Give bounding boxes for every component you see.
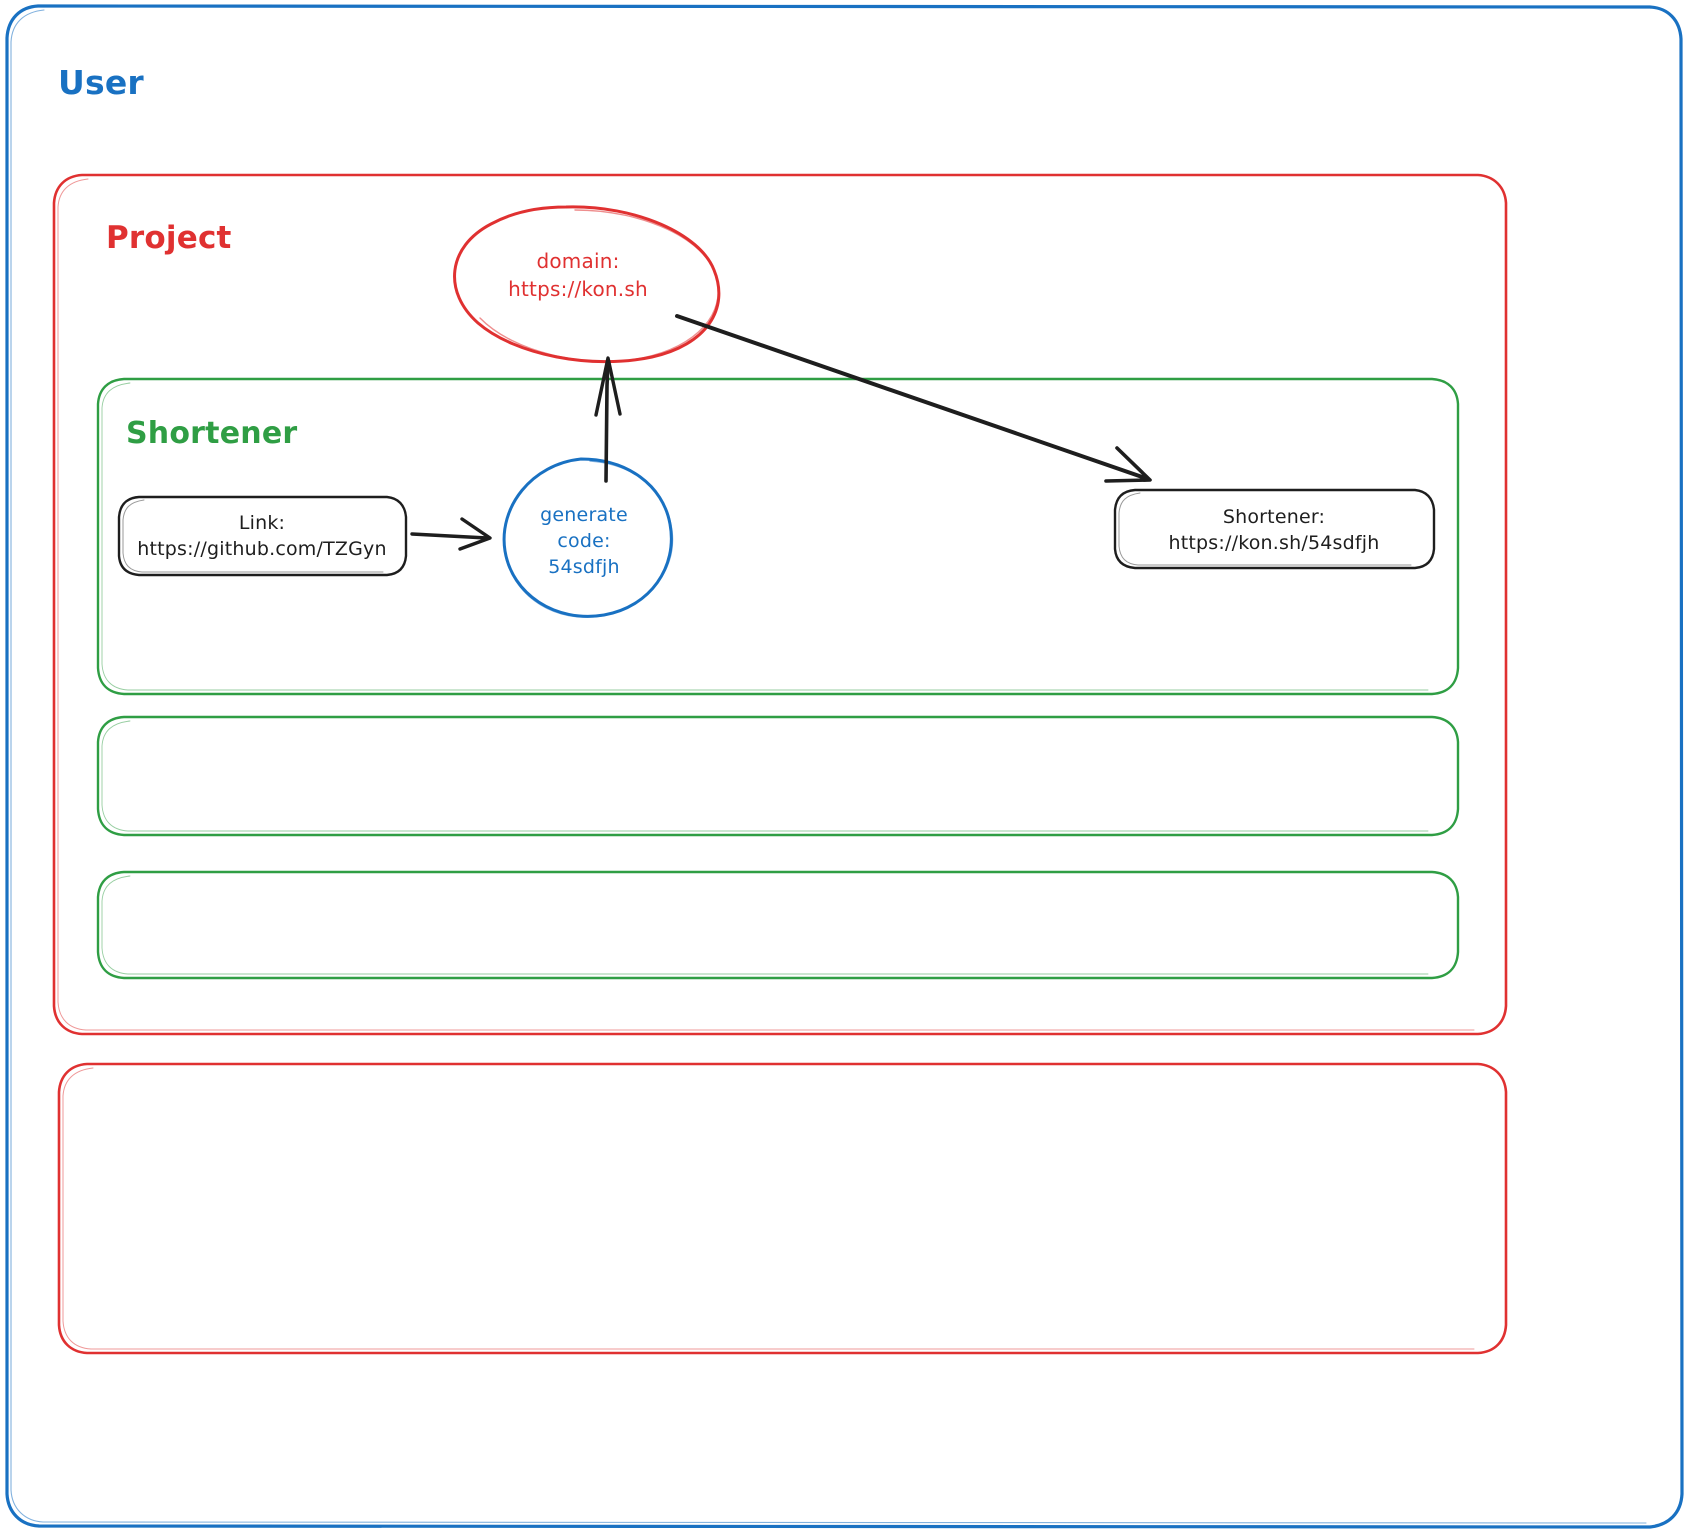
- arrow-link-to-generate-shaft: [410, 532, 489, 540]
- domain-text-line-1: domain:: [536, 249, 619, 273]
- arrow-domain-to-shortener-url-shaft: [675, 314, 1150, 481]
- node-link[interactable]: Link: https://github.com/TZGyn: [117, 495, 408, 577]
- project-container-outline: [52, 173, 1508, 1036]
- node-generate-code[interactable]: generate code: 54sdfjh: [502, 457, 674, 618]
- shortener-empty-1-outline-sketch: [101, 720, 1429, 832]
- container-project[interactable]: [52, 173, 1508, 1036]
- generate-code-text-line-2: code:: [557, 530, 610, 552]
- link-box-outline: [117, 495, 408, 577]
- link-box-outline-sketch: [122, 499, 384, 573]
- shortener-container-outline-sketch: [101, 382, 1429, 691]
- link-text-line-1: Link:: [239, 512, 285, 534]
- node-shortener-url[interactable]: Shortener: https://kon.sh/54sdfjh: [1113, 488, 1436, 570]
- container-project-empty-1[interactable]: [57, 1062, 1508, 1355]
- shortener-url-text-line-1: Shortener:: [1223, 506, 1325, 528]
- shortener-empty-1-outline: [96, 715, 1460, 837]
- arrow-link-to-generate: [410, 517, 492, 551]
- shortener-url-text-line-2: https://kon.sh/54sdfjh: [1168, 532, 1379, 554]
- arrow-generate-to-domain: [594, 356, 622, 483]
- user-label: User: [58, 63, 144, 102]
- project-empty-1-outline-sketch: [62, 1067, 1475, 1350]
- shortener-empty-2-outline-sketch: [101, 875, 1429, 975]
- arrow-link-to-generate-head: [458, 517, 492, 551]
- node-domain[interactable]: domain: https://kon.sh: [453, 205, 721, 364]
- generate-code-text-line-1: generate: [540, 504, 628, 526]
- shortener-empty-2-outline: [96, 870, 1460, 980]
- arrow-domain-to-shortener-url-head: [1104, 446, 1152, 483]
- project-label: Project: [106, 220, 232, 256]
- user-container-outline: [5, 4, 1684, 1529]
- generate-code-circle-outline-sketch: [505, 460, 674, 618]
- shortener-container-outline: [96, 377, 1460, 696]
- container-shortener-empty-1[interactable]: [96, 715, 1460, 837]
- domain-text-line-2: https://kon.sh: [508, 277, 648, 301]
- container-shortener-empty-2[interactable]: [96, 870, 1460, 980]
- generate-code-text-line-3: 54sdfjh: [548, 556, 620, 578]
- arrow-generate-to-domain-shaft: [604, 358, 610, 483]
- shortener-url-box-outline-sketch: [1118, 492, 1412, 566]
- project-container-outline-sketch: [57, 178, 1475, 1031]
- project-empty-1-outline: [57, 1062, 1508, 1355]
- user-container-outline-sketch: [10, 9, 1647, 1524]
- shortener-url-box-outline: [1113, 488, 1436, 570]
- shortener-label: Shortener: [126, 416, 297, 451]
- link-text-line-2: https://github.com/TZGyn: [137, 538, 387, 560]
- container-shortener[interactable]: [96, 377, 1460, 696]
- arrow-domain-to-shortener-url: [675, 314, 1152, 483]
- container-user[interactable]: [5, 4, 1684, 1529]
- arrow-generate-to-domain-head: [594, 356, 622, 417]
